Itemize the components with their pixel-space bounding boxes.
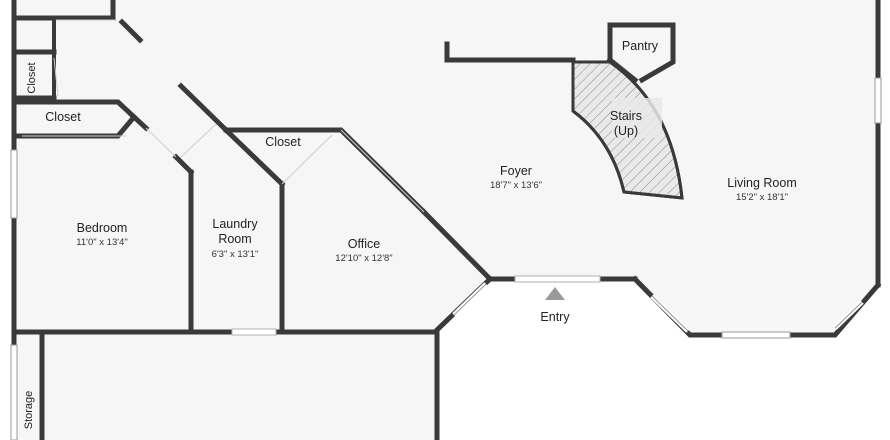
laundry-dims: 6'3" x 13'1" [212,249,259,260]
laundry-label-line2: Room [218,232,251,246]
living-room-window-right [874,77,882,124]
windows [10,77,882,440]
foyer-label: Foyer [500,164,532,178]
bay-window-left [651,295,689,332]
office-window [453,283,487,316]
foyer-dims: 18'7" x 13'6" [490,180,542,191]
bedroom-closet-label: Closet [45,110,81,124]
door-openings [22,19,425,336]
floor-area [14,0,878,440]
office-dims: 12'10" x 12'8" [335,253,392,264]
bedroom-window [10,149,18,219]
storage-label: Storage [23,391,35,430]
laundry-label-line1: Laundry [212,217,258,231]
entry-door-opening [514,275,601,283]
pantry-label: Pantry [622,39,659,53]
living-room-dims: 15'2" x 18'1" [736,192,788,203]
stairs-label: Stairs [610,109,642,123]
bedroom-dims: 11'0" x 13'4" [76,237,127,248]
bay-window-right [834,301,863,329]
bedroom-label: Bedroom [77,221,128,235]
interior-walls [11,0,676,440]
living-room-label: Living Room [727,176,796,190]
storage-window [10,344,18,440]
office-closet-label: Closet [265,135,301,149]
entry-label: Entry [540,310,570,324]
office-label: Office [348,237,380,251]
closet-top-left-label: Closet [26,62,38,93]
stairs-note: (Up) [614,124,638,138]
entry-arrow-icon [545,287,565,300]
living-room-window-bottom [721,331,791,339]
